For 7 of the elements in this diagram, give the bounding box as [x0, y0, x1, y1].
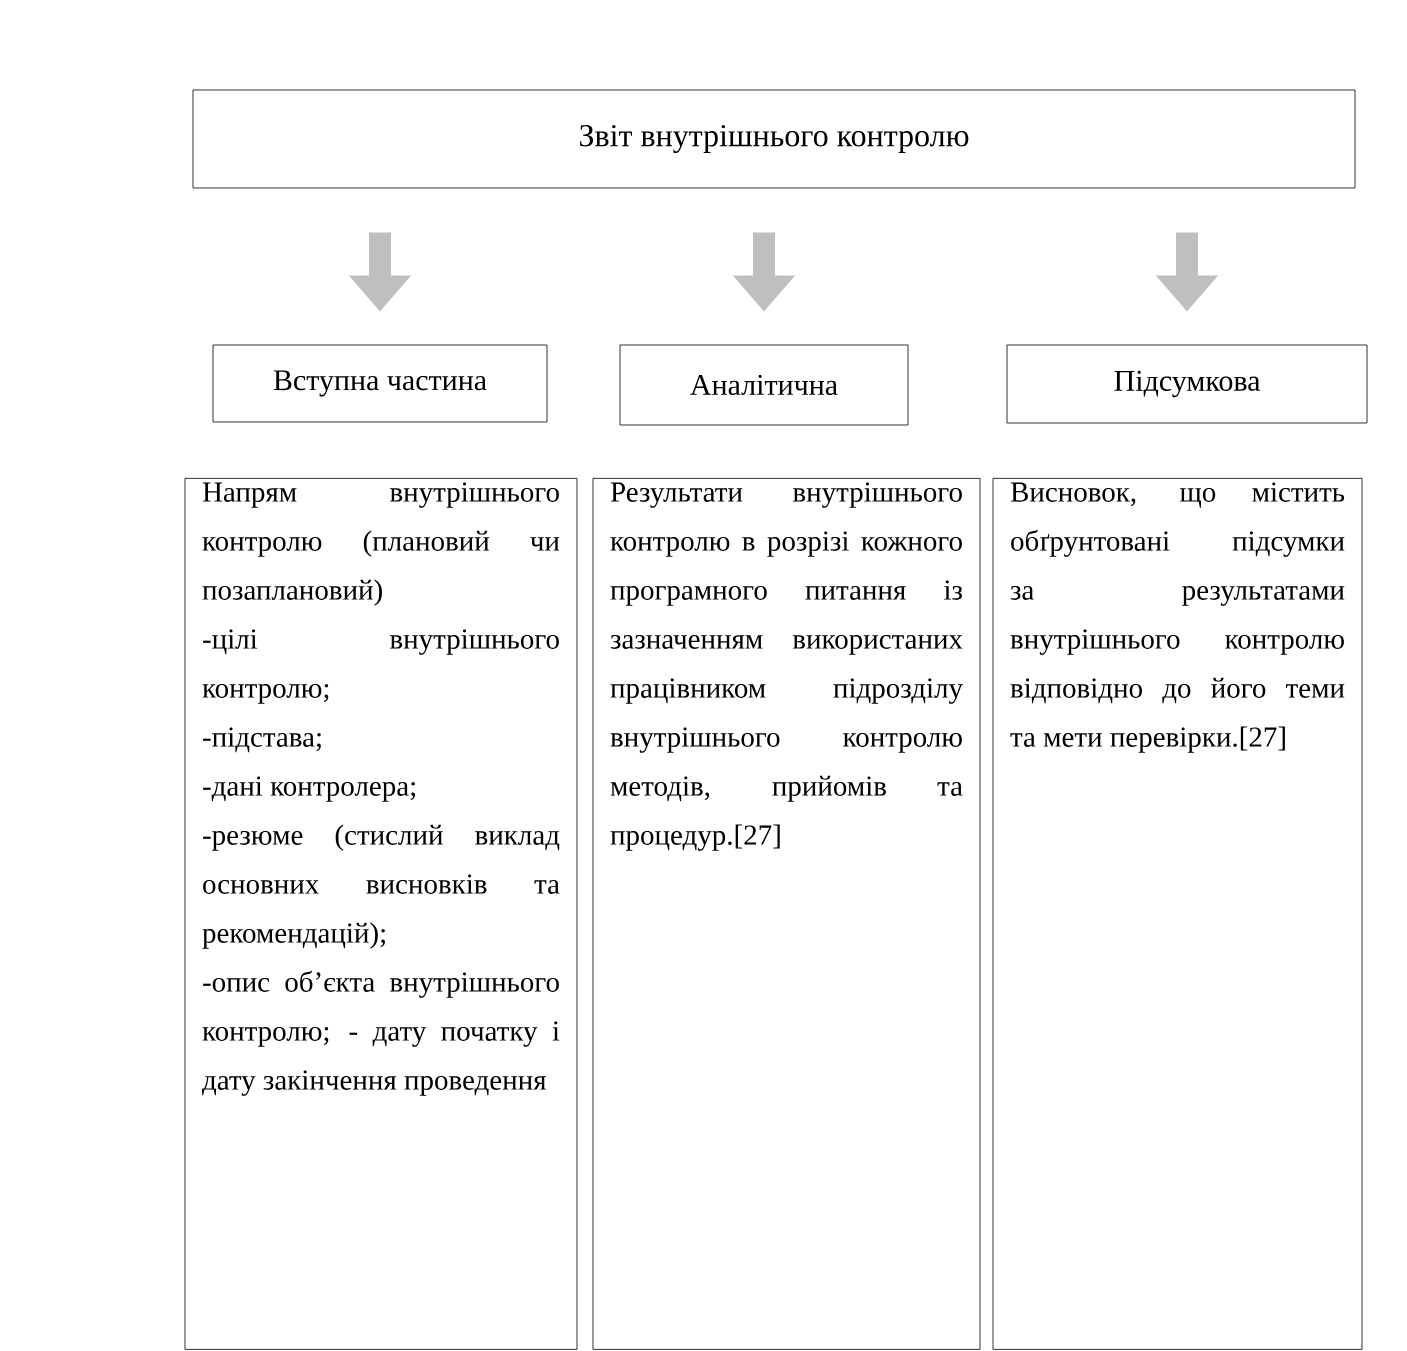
content-box: Результати внутрішнього контролю в розрізі кожного програмного питання із зазначенням використаних працівником підрозділу внутрішнього контролю методів, прийомів та процедур.[27]	[592, 478, 981, 1350]
title-box: Звіт внутрішнього контролю	[192, 89, 1356, 189]
section-box: Підсумкова	[1006, 344, 1368, 424]
section-box: Аналітична	[619, 344, 909, 426]
content-box: Напрям внутрішнього контролю (плановий чи позаплановий) -цілі внутрішнього контролю; -підстава; -дані контролера; -резюме (стислий виклад основних висновків та рекомендацій); -опис об’єкта внутрішнього контролю; - дату початку і дату закінчення проведення	[184, 478, 578, 1350]
content-box: Висновок, що містить обґрунтовані підсумки за результатами внутрішнього контролю відповідно до його теми та мети перевірки.[27]	[992, 478, 1363, 1350]
section-box: Вступна частина	[212, 344, 548, 423]
